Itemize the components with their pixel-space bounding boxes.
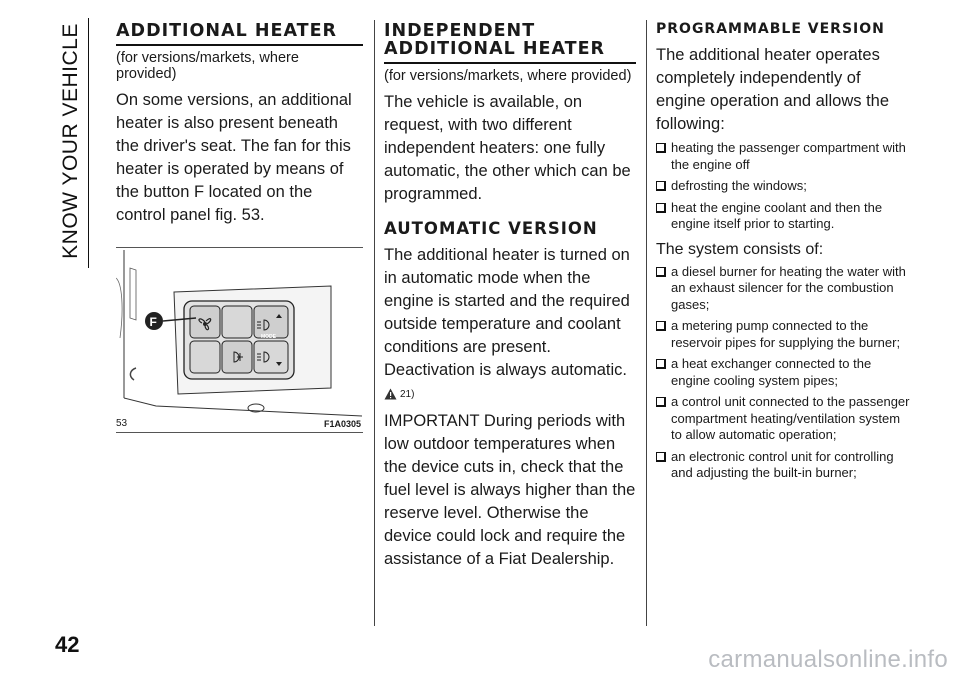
list-item: a metering pump connected to the reservo… <box>656 318 912 351</box>
column-programmable-version: PROGRAMMABLE VERSION The additional heat… <box>656 22 912 487</box>
checkbox-bullet-icon <box>656 321 666 331</box>
figure-code: F1A0305 <box>323 419 361 429</box>
mode-label: MODE <box>261 334 277 340</box>
checkbox-bullet-icon <box>656 397 666 407</box>
warning-reference: 21) <box>384 388 636 400</box>
list-item: a heat exchanger connected to the engine… <box>656 356 912 389</box>
component-list: a diesel burner for heating the water wi… <box>656 264 912 482</box>
intro-paragraph: The additional heater operates completel… <box>656 46 890 133</box>
sidebar-rule <box>88 18 89 268</box>
sidebar-section-title: KNOW YOUR VEHICLE <box>59 18 82 263</box>
watermark: carmanualsonline.info <box>708 646 948 673</box>
list-item: an electronic control unit for controlli… <box>656 449 912 482</box>
list-item: heating the passenger compartment with t… <box>656 140 912 173</box>
list-item: a control unit connected to the passenge… <box>656 394 912 444</box>
column-divider <box>646 20 647 626</box>
callout-letter: F <box>150 315 157 329</box>
column-independent-heater: INDEPENDENT ADDITIONAL HEATER (for versi… <box>384 22 636 571</box>
control-panel-illustration: MODE F <box>116 250 363 417</box>
heading-independent-heater: INDEPENDENT ADDITIONAL HEATER <box>384 22 636 64</box>
checkbox-bullet-icon <box>656 266 666 277</box>
checkbox-bullet-icon <box>656 202 666 213</box>
list-item: a diesel burner for heating the water wi… <box>656 264 912 314</box>
body-paragraph: On some versions, an additional heater i… <box>116 91 352 224</box>
checkbox-bullet-icon <box>656 451 666 462</box>
warning-ref-number: 21) <box>400 389 415 400</box>
column-additional-heater: ADDITIONAL HEATER (for versions/markets,… <box>116 22 363 433</box>
figure-number: 53 <box>116 418 128 429</box>
heading-programmable-version: PROGRAMMABLE VERSION <box>656 21 885 37</box>
checkbox-bullet-icon <box>656 359 666 369</box>
checkbox-bullet-icon <box>656 143 666 153</box>
list-item: defrosting the windows; <box>656 178 912 195</box>
heading-additional-heater: ADDITIONAL HEATER <box>116 22 363 46</box>
section-title-text: KNOW YOUR VEHICLE <box>59 22 82 259</box>
heading-automatic-version: AUTOMATIC VERSION <box>384 219 598 238</box>
figure-53: MODE F 53 F1A0305 <box>116 247 363 433</box>
availability-note: (for versions/markets, where provided) <box>384 68 632 84</box>
important-paragraph: IMPORTANT During periods with low outdoo… <box>384 412 636 568</box>
availability-note: (for versions/markets, where provided) <box>116 50 299 82</box>
checkbox-bullet-icon <box>656 181 666 191</box>
warning-icon <box>384 388 397 400</box>
page-number: 42 <box>55 632 80 657</box>
body-paragraph: The vehicle is available, on request, wi… <box>384 93 631 203</box>
system-heading: The system consists of: <box>656 240 824 258</box>
automatic-paragraph: The additional heater is turned on in au… <box>384 246 630 379</box>
column-divider <box>374 20 375 626</box>
list-item: heat the engine coolant and then the eng… <box>656 200 912 233</box>
feature-list: heating the passenger compartment with t… <box>656 140 912 233</box>
